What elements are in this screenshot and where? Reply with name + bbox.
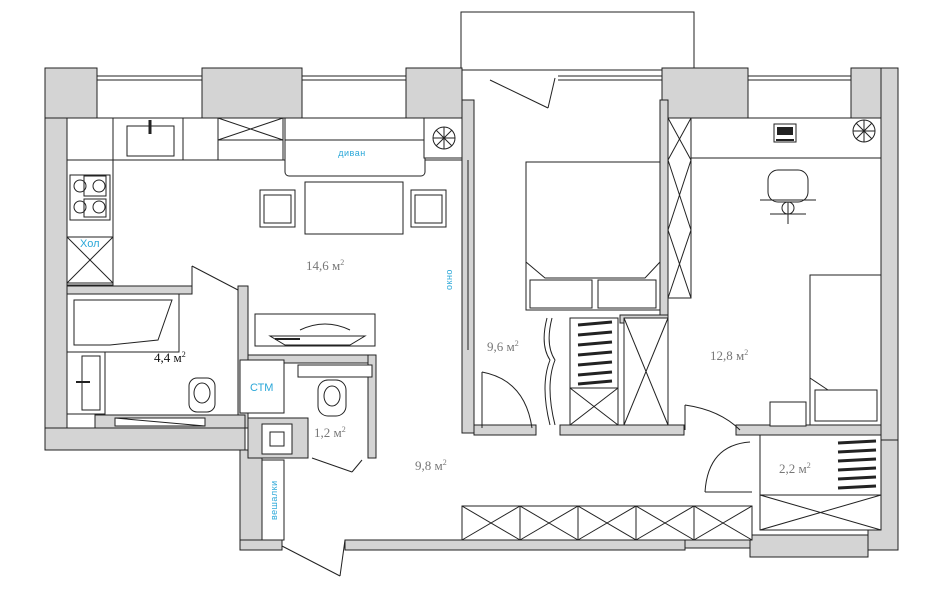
fridge-icon — [66, 236, 114, 284]
wc-sink-icon — [261, 423, 293, 455]
office-chair-icon — [760, 169, 816, 224]
stove-icon — [69, 174, 111, 221]
washer-icon — [239, 359, 285, 414]
window-label: окно — [444, 269, 454, 290]
bath-area-label: 4,4 м2 — [154, 350, 186, 365]
hall-area-label: 9,8 м2 — [415, 458, 447, 473]
hall-wardrobe-row — [461, 505, 753, 541]
bedroom-area-label: 9,6 м2 — [487, 339, 519, 354]
fridge-label: Хол — [80, 238, 100, 250]
sofa-label: диван — [338, 148, 365, 158]
computer-icon — [773, 123, 797, 143]
dining-table-icon — [259, 181, 447, 235]
hangers-label: вешалки — [269, 480, 279, 520]
balcony-outline — [460, 11, 695, 71]
single-bed-icon — [809, 274, 882, 426]
bedroom-door — [481, 371, 533, 429]
study-area-label: 12,8 м2 — [710, 348, 748, 363]
closet-door — [704, 441, 751, 493]
double-bed-icon — [525, 161, 661, 311]
living-area-label: 14,6 м2 — [306, 258, 344, 273]
bathtub-icon — [66, 293, 180, 353]
wardrobe-icon — [543, 317, 619, 426]
entrance-door — [281, 545, 341, 577]
fan-icon — [852, 119, 876, 143]
closet-rack-icon — [759, 434, 882, 531]
wc-door — [311, 457, 353, 473]
study-door — [684, 404, 741, 431]
wc-toilet-icon — [297, 364, 373, 417]
study-shelf-icon — [667, 117, 692, 299]
hall-wardrobe-icon — [623, 317, 669, 426]
toilet-icon — [188, 377, 216, 413]
closet-area-label: 2,2 м2 — [779, 461, 811, 476]
vanity-icon — [254, 313, 376, 347]
hanger-rail — [261, 459, 285, 541]
nightstand-icon — [769, 401, 807, 427]
bath-door — [191, 265, 239, 294]
sofa-icon — [284, 117, 463, 177]
wc-area-label: 1,2 м2 — [314, 425, 346, 440]
washer-label: СТМ — [250, 382, 273, 394]
balcony-door — [489, 79, 549, 109]
